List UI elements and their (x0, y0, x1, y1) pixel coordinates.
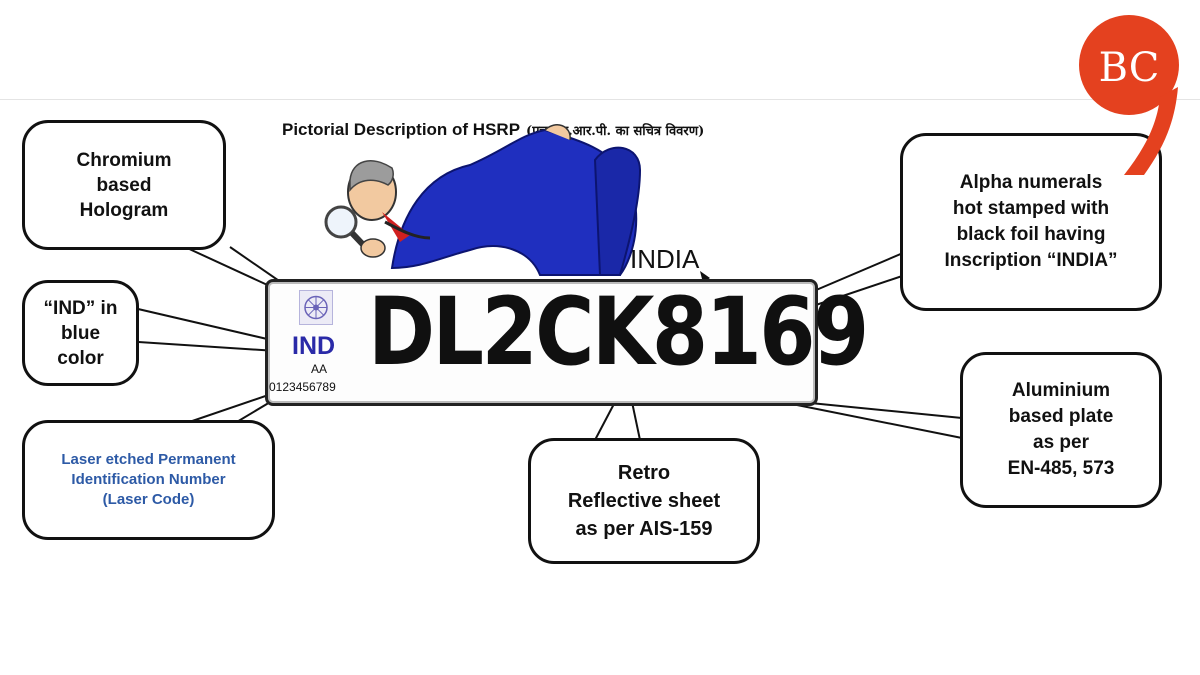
plate-number: DL2CK8169 (368, 286, 867, 380)
callout-alpha-text: Alpha numerals hot stamped with black fo… (944, 170, 1117, 274)
plate-aa-text: AA (311, 362, 327, 376)
inspector-figure (326, 125, 640, 275)
callout-retro-reflective: Retro Reflective sheet as per AIS-159 (528, 438, 760, 564)
callout-hologram: Chromium based Hologram (22, 120, 226, 250)
callout-retro-text: Retro Reflective sheet as per AIS-159 (568, 459, 720, 543)
plate-laser-code: 0123456789 (269, 380, 336, 394)
callout-laser-code: Laser etched Permanent Identification Nu… (22, 420, 275, 540)
callout-ind: “IND” in blue color (22, 280, 139, 386)
brand-logo: BC 9 (1072, 7, 1194, 177)
callout-hologram-text: Chromium based Hologram (77, 148, 172, 223)
logo-letters: BC (1099, 45, 1160, 91)
callout-aluminium-text: Aluminium based plate as per EN-485, 573 (1008, 378, 1115, 482)
callout-ind-text: “IND” in blue color (44, 296, 118, 371)
india-inscription-label: INDIA (630, 244, 699, 275)
plate-ind-text: IND (292, 332, 335, 361)
callout-laser-text: Laser etched Permanent Identification Nu… (61, 450, 235, 510)
callout-aluminium: Aluminium based plate as per EN-485, 573 (960, 352, 1162, 508)
hologram-icon (299, 290, 333, 325)
